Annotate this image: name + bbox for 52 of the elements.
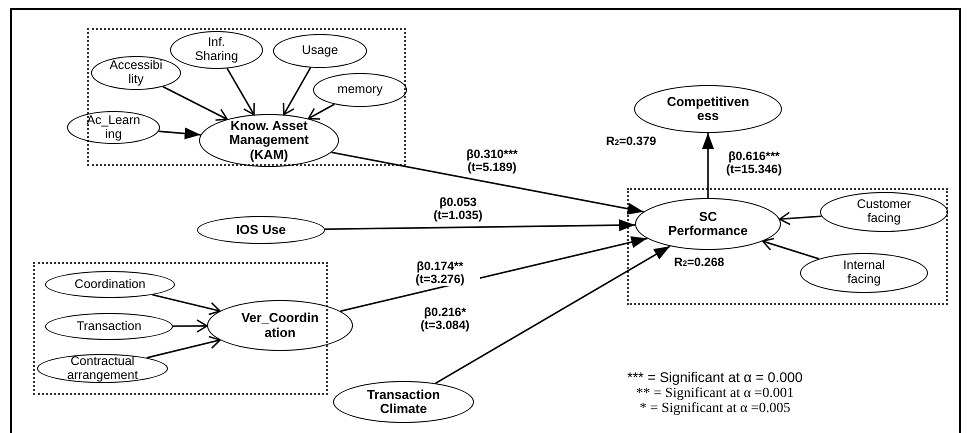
indicator-ellipse <box>45 271 175 298</box>
node-label: Competitiven ess <box>666 94 750 124</box>
node-label: memory <box>336 83 384 97</box>
arrow <box>778 212 822 226</box>
node-label: Ver_Coordin ation <box>240 311 320 340</box>
construct-ellipse <box>635 198 781 250</box>
arrow <box>324 219 636 232</box>
significance-note: * = Significant at α =0.005 <box>638 401 792 416</box>
arrow <box>146 336 221 359</box>
indicator-ellipse <box>91 56 181 90</box>
dotted-group-frame <box>87 28 406 166</box>
indicator-ellipse <box>273 34 367 68</box>
construct-ellipse <box>333 381 474 423</box>
node-label: Transaction <box>76 320 142 334</box>
construct-ellipse <box>207 300 353 351</box>
node-label: Contractual arrangement <box>66 354 139 382</box>
arrow <box>162 86 228 121</box>
indicator-ellipse <box>820 192 948 232</box>
arrow <box>340 236 648 312</box>
construct-ellipse <box>634 85 782 133</box>
arrow <box>702 133 714 198</box>
arrow <box>308 104 335 120</box>
node-label: IOS Use <box>235 222 287 238</box>
node-label: Usage <box>300 44 340 58</box>
construct-ellipse <box>197 216 325 244</box>
arrow <box>152 294 221 316</box>
arrow <box>331 152 644 215</box>
indicator-ellipse <box>170 31 263 69</box>
dotted-group-frame <box>627 188 948 305</box>
arrow <box>172 319 208 333</box>
arrow <box>762 238 820 260</box>
indicator-ellipse <box>67 111 160 144</box>
indicator-ellipse <box>313 73 407 107</box>
indicator-ellipse <box>800 253 928 293</box>
indicator-ellipse <box>45 313 173 340</box>
node-label: Internal facing <box>842 259 886 287</box>
indicator-ellipse <box>37 354 168 383</box>
arrow <box>282 67 312 116</box>
node-label: Transaction Climate <box>366 388 441 416</box>
node-label: Ac_Learn ing <box>86 114 142 142</box>
node-label: SC Performance <box>667 210 749 238</box>
node-label: Customer facing <box>856 198 912 226</box>
node-label: Accessibi lity <box>108 59 164 87</box>
arrow <box>226 68 255 116</box>
construct-ellipse <box>199 114 339 167</box>
significance-note: ** = Significant at α =0.001 <box>635 386 795 402</box>
significance-note: *** = Significant at α = 0.000 <box>626 370 804 386</box>
node-label: Know. Asset Management (KAM) <box>228 119 310 162</box>
node-label: Inf. Sharing <box>194 36 240 64</box>
node-label: Coordination <box>74 278 146 292</box>
arrow <box>158 127 201 140</box>
arrow <box>435 246 670 384</box>
